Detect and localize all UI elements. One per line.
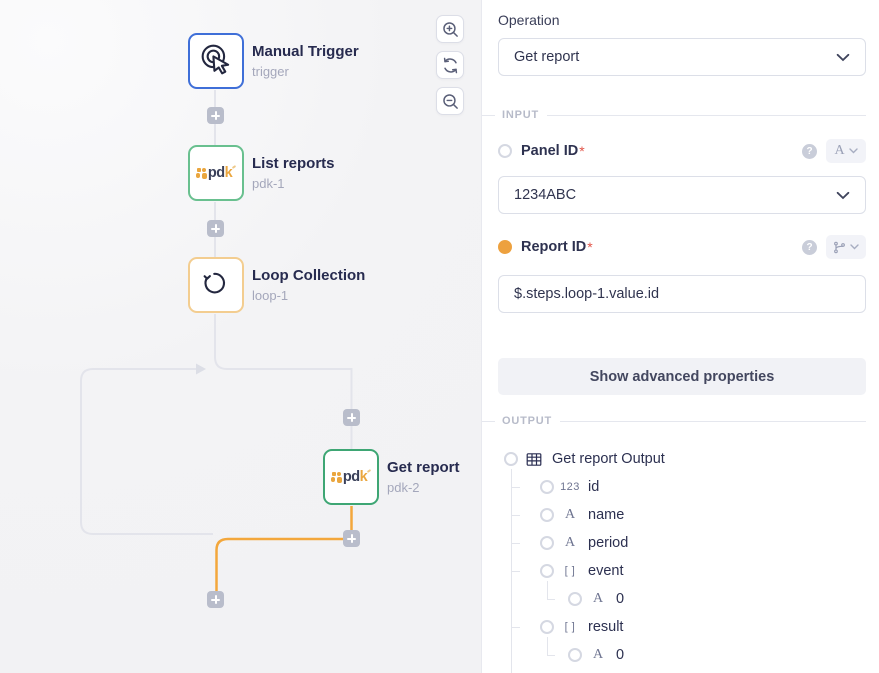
output-tree-row[interactable]: [ ] event: [498, 557, 866, 585]
add-step-button[interactable]: [207, 107, 224, 124]
operation-value: Get report: [514, 49, 580, 65]
field-type-selector[interactable]: [826, 235, 866, 259]
tree-radio[interactable]: [540, 508, 554, 522]
operation-select[interactable]: Get report: [498, 38, 866, 76]
node-subtitle: pdk-1: [252, 176, 285, 191]
tree-radio[interactable]: [540, 620, 554, 634]
jsonpath-branch-icon: [834, 241, 845, 253]
add-step-button[interactable]: [207, 220, 224, 237]
object-type-icon: [524, 452, 544, 467]
tree-radio[interactable]: [568, 648, 582, 662]
operation-label: Operation: [498, 12, 560, 28]
output-section-divider: OUTPUT: [498, 415, 866, 427]
output-tree-row[interactable]: Get report Output: [498, 445, 866, 473]
help-icon[interactable]: ?: [802, 239, 817, 255]
tree-node-label: 0: [616, 591, 625, 607]
chevron-down-icon: [850, 244, 859, 250]
zoom-out-button[interactable]: [436, 87, 464, 115]
tree-radio[interactable]: [504, 452, 518, 466]
tree-node-label: event: [588, 563, 624, 579]
chevron-down-icon: [836, 191, 850, 199]
add-step-button[interactable]: [207, 591, 224, 608]
tree-node-label: name: [588, 507, 625, 523]
node-title: Get report: [387, 459, 460, 476]
node-subtitle: pdk-2: [387, 480, 420, 495]
array-type-icon: [ ]: [564, 565, 576, 577]
string-type-icon: A: [564, 507, 576, 522]
field-radio[interactable]: [498, 144, 512, 158]
pdk-dots-icon: [330, 471, 342, 483]
chevron-down-icon: [848, 148, 858, 154]
node-title: List reports: [252, 155, 335, 172]
tree-guide-line: [547, 581, 548, 599]
show-advanced-properties-button[interactable]: Show advanced properties: [498, 358, 866, 395]
report-id-input[interactable]: $.steps.loop-1.value.id: [498, 275, 866, 313]
node-loop-collection[interactable]: Loop Collection loop-1: [188, 257, 365, 313]
node-title: Loop Collection: [252, 267, 366, 284]
required-asterisk: *: [587, 239, 593, 255]
panel-id-value: 1234ABC: [514, 187, 577, 203]
output-tree-row[interactable]: 123 id: [498, 473, 866, 501]
string-type-icon: A: [564, 535, 576, 550]
help-icon[interactable]: ?: [802, 143, 817, 159]
reset-zoom-button[interactable]: [436, 51, 464, 79]
tree-node-label: result: [588, 619, 624, 635]
pdk-dots-icon: [195, 167, 207, 179]
string-type-icon: A: [592, 647, 604, 662]
node-title: Manual Trigger: [252, 43, 359, 60]
number-type-icon: 123: [560, 481, 580, 493]
tree-radio[interactable]: [540, 480, 554, 494]
tree-node-label: period: [588, 535, 629, 551]
tree-guide-line: [547, 637, 548, 655]
report-id-field-row: Report ID * ?: [498, 235, 866, 259]
add-step-button[interactable]: [343, 530, 360, 547]
workflow-edges: [80, 90, 353, 591]
tree-node-label: Get report Output: [552, 451, 665, 467]
loop-icon: [201, 268, 231, 303]
panel-id-field-row: Panel ID * ? A: [498, 139, 866, 163]
panel-id-select[interactable]: 1234ABC: [498, 176, 866, 214]
chevron-down-icon: [836, 53, 850, 61]
input-section-divider: INPUT: [498, 109, 866, 121]
array-type-icon: [ ]: [564, 621, 576, 633]
node-subtitle: trigger: [252, 64, 289, 79]
text-type-icon: A: [834, 143, 845, 158]
manual-trigger-icon: [199, 42, 233, 81]
tree-radio[interactable]: [540, 564, 554, 578]
tree-node-label: id: [588, 479, 600, 495]
required-asterisk: *: [579, 143, 585, 159]
loopback-arrow-icon: [196, 363, 206, 375]
tree-node-label: 0: [616, 647, 625, 663]
field-radio-active[interactable]: [498, 240, 512, 254]
field-type-selector[interactable]: A: [826, 139, 866, 163]
add-step-button[interactable]: [343, 409, 360, 426]
zoom-out-icon: [442, 93, 458, 109]
node-subtitle: loop-1: [252, 288, 289, 303]
reset-zoom-icon: [443, 57, 457, 73]
report-id-value: $.steps.loop-1.value.id: [514, 286, 660, 302]
tree-radio[interactable]: [568, 592, 582, 606]
zoom-in-icon: [442, 21, 458, 37]
field-label: Panel ID: [521, 143, 579, 159]
node-manual-trigger[interactable]: Manual Trigger trigger: [188, 33, 359, 89]
string-type-icon: A: [592, 591, 604, 606]
tree-radio[interactable]: [540, 536, 554, 550]
zoom-in-button[interactable]: [436, 15, 464, 43]
output-tree-row[interactable]: [ ] result: [498, 613, 866, 641]
field-label: Report ID: [521, 239, 587, 255]
step-config-panel: Operation Get report INPUT Panel ID * ? …: [481, 0, 879, 673]
